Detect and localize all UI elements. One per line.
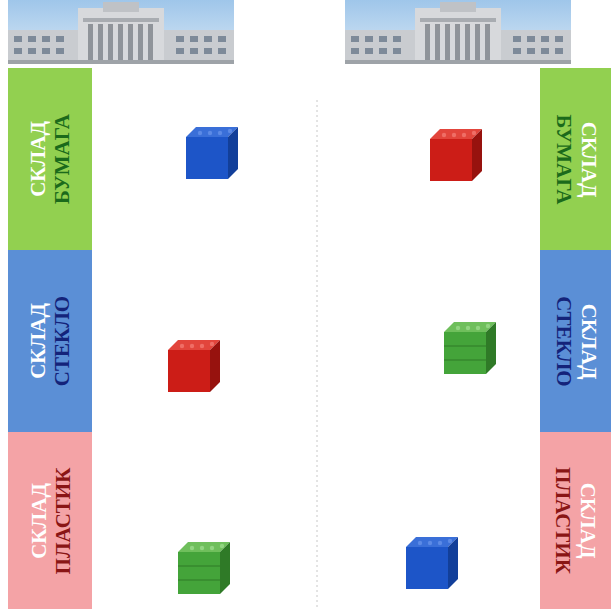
rotated-label: СКЛАДБУМАГА (540, 68, 611, 250)
warehouse-word: СКЛАД (26, 303, 50, 379)
rotated-label: СКЛАДБУМАГА (8, 68, 92, 250)
material-name: ПЛАСТИК (50, 467, 74, 574)
warehouse-band: СКЛАДБУМАГА (540, 68, 611, 250)
building-photo (345, 0, 571, 64)
warehouse-band: СКЛАДСТЕКЛО (540, 250, 611, 432)
material-name: СТЕКЛО (50, 296, 74, 386)
red-brick (430, 129, 482, 181)
material-name: БУМАГА (50, 114, 74, 204)
warehouse-word: СКЛАД (576, 303, 600, 379)
green-brick (444, 322, 496, 374)
rotated-label: СКЛАДСТЕКЛО (8, 250, 92, 432)
material-name: БУМАГА (551, 114, 575, 204)
rotated-label: СКЛАДПЛАСТИК (8, 432, 92, 609)
rotated-label: СКЛАДСТЕКЛО (540, 250, 611, 432)
red-brick (168, 340, 220, 392)
material-name: ПЛАСТИК (551, 467, 575, 574)
warehouse-word: СКЛАД (26, 121, 50, 197)
warehouse-word: СКЛАД (576, 483, 600, 559)
warehouse-band: СКЛАДСТЕКЛО (8, 250, 92, 432)
green-brick (178, 542, 230, 594)
warehouse-band: СКЛАДПЛАСТИК (540, 432, 611, 609)
rotated-label: СКЛАДПЛАСТИК (540, 432, 611, 609)
warehouse-word: СКЛАД (26, 483, 50, 559)
blue-brick (186, 127, 238, 179)
warehouse-band: СКЛАДПЛАСТИК (8, 432, 92, 609)
building-photo (8, 0, 234, 64)
material-name: СТЕКЛО (551, 296, 575, 386)
warehouse-band: СКЛАДБУМАГА (8, 68, 92, 250)
warehouse-word: СКЛАД (576, 121, 600, 197)
blue-brick (406, 537, 458, 589)
divider-line (317, 100, 318, 609)
